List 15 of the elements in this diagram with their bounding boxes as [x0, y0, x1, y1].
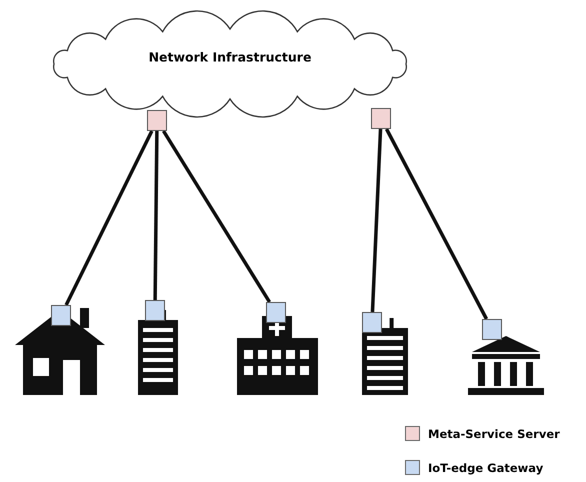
connector-line: [153, 130, 159, 300]
connector-line: [370, 128, 382, 312]
gateway-square: [266, 302, 286, 323]
gateway-square: [482, 319, 502, 340]
server-square: [371, 108, 391, 129]
cloud-label: Network Infrastructure: [148, 49, 312, 64]
connector-line: [162, 130, 271, 303]
gateway-square: [362, 312, 382, 333]
server-square: [147, 110, 167, 131]
legend-label: Meta-Service Server: [428, 426, 560, 440]
connector-line: [64, 130, 154, 306]
gateway-square: [51, 305, 71, 326]
gateway-square: [145, 300, 165, 321]
legend-label: IoT-edge Gateway: [428, 460, 544, 474]
connector-line: [384, 128, 488, 320]
